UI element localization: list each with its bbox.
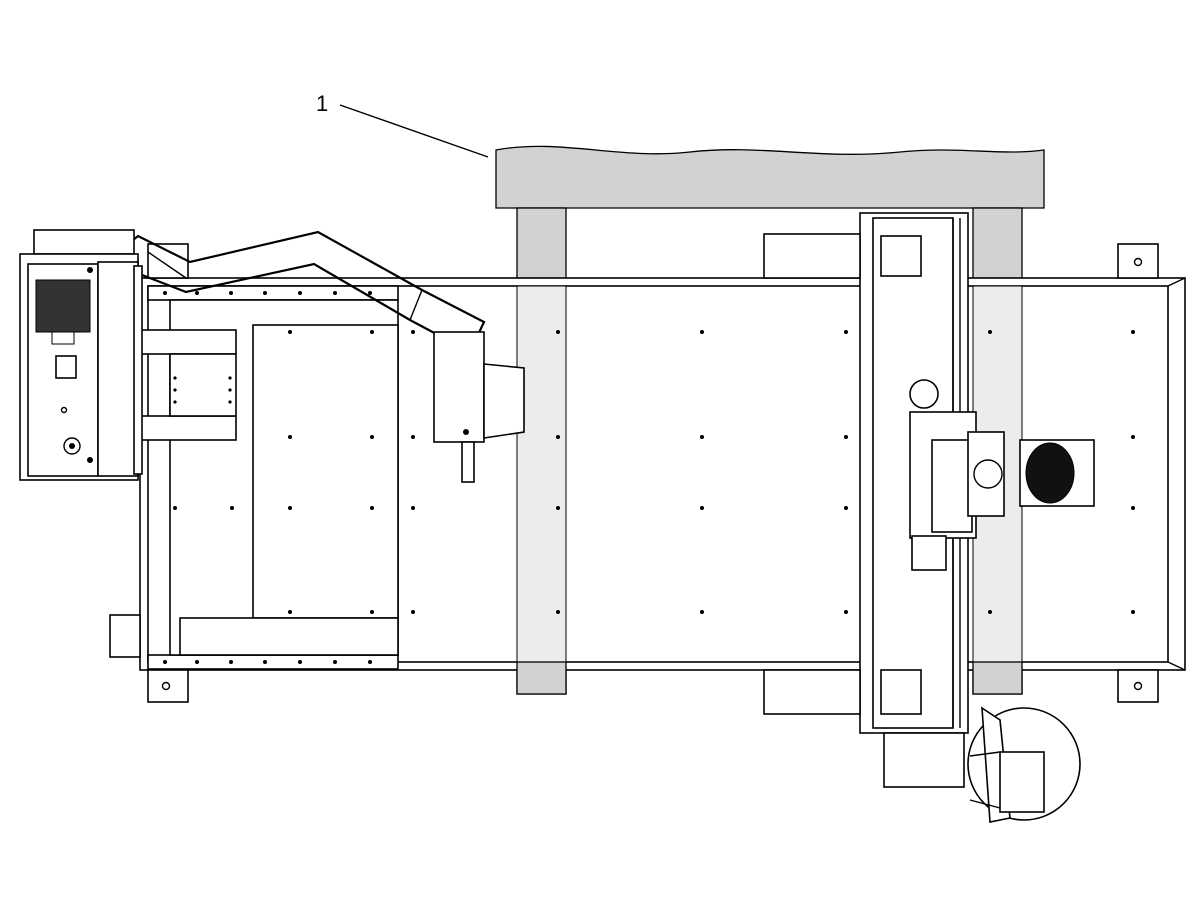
top-rail xyxy=(147,285,399,301)
gantry-plate-bottom xyxy=(880,669,922,715)
table-bolt-pattern xyxy=(173,330,1135,614)
gantry-end-block xyxy=(883,732,965,788)
bottom-cross-member xyxy=(179,617,399,656)
arm-tool-head xyxy=(433,331,485,443)
bottom-rail xyxy=(147,654,399,670)
control-cabinet xyxy=(19,229,143,481)
gantry-plate-top xyxy=(880,235,922,277)
overhead-beam xyxy=(495,145,1045,209)
rail-bolts xyxy=(163,291,372,664)
support-foot-right xyxy=(972,661,1023,695)
support-overlay-left xyxy=(516,285,567,663)
cross-member-lower xyxy=(135,415,237,441)
gantry-motor-top xyxy=(763,233,861,279)
gantry-motor-bottom xyxy=(763,669,861,715)
bottom-bracket xyxy=(109,614,141,658)
cross-member-upper xyxy=(135,329,237,355)
cabinet-fittings xyxy=(55,267,93,463)
keypad-icon xyxy=(35,279,91,345)
support-foot-left xyxy=(516,661,567,695)
cutting-head xyxy=(909,379,1005,571)
fan-icon xyxy=(1019,439,1095,507)
callout-number: 1 xyxy=(316,91,328,116)
cross-member-block xyxy=(169,353,237,417)
arm-tool-post xyxy=(461,441,475,483)
callout-leader-line xyxy=(339,104,489,158)
detail-magnifier xyxy=(967,706,1081,823)
corner-feet xyxy=(147,243,1159,703)
left-panel xyxy=(252,324,399,619)
arm-tool-nozzle xyxy=(483,363,525,439)
